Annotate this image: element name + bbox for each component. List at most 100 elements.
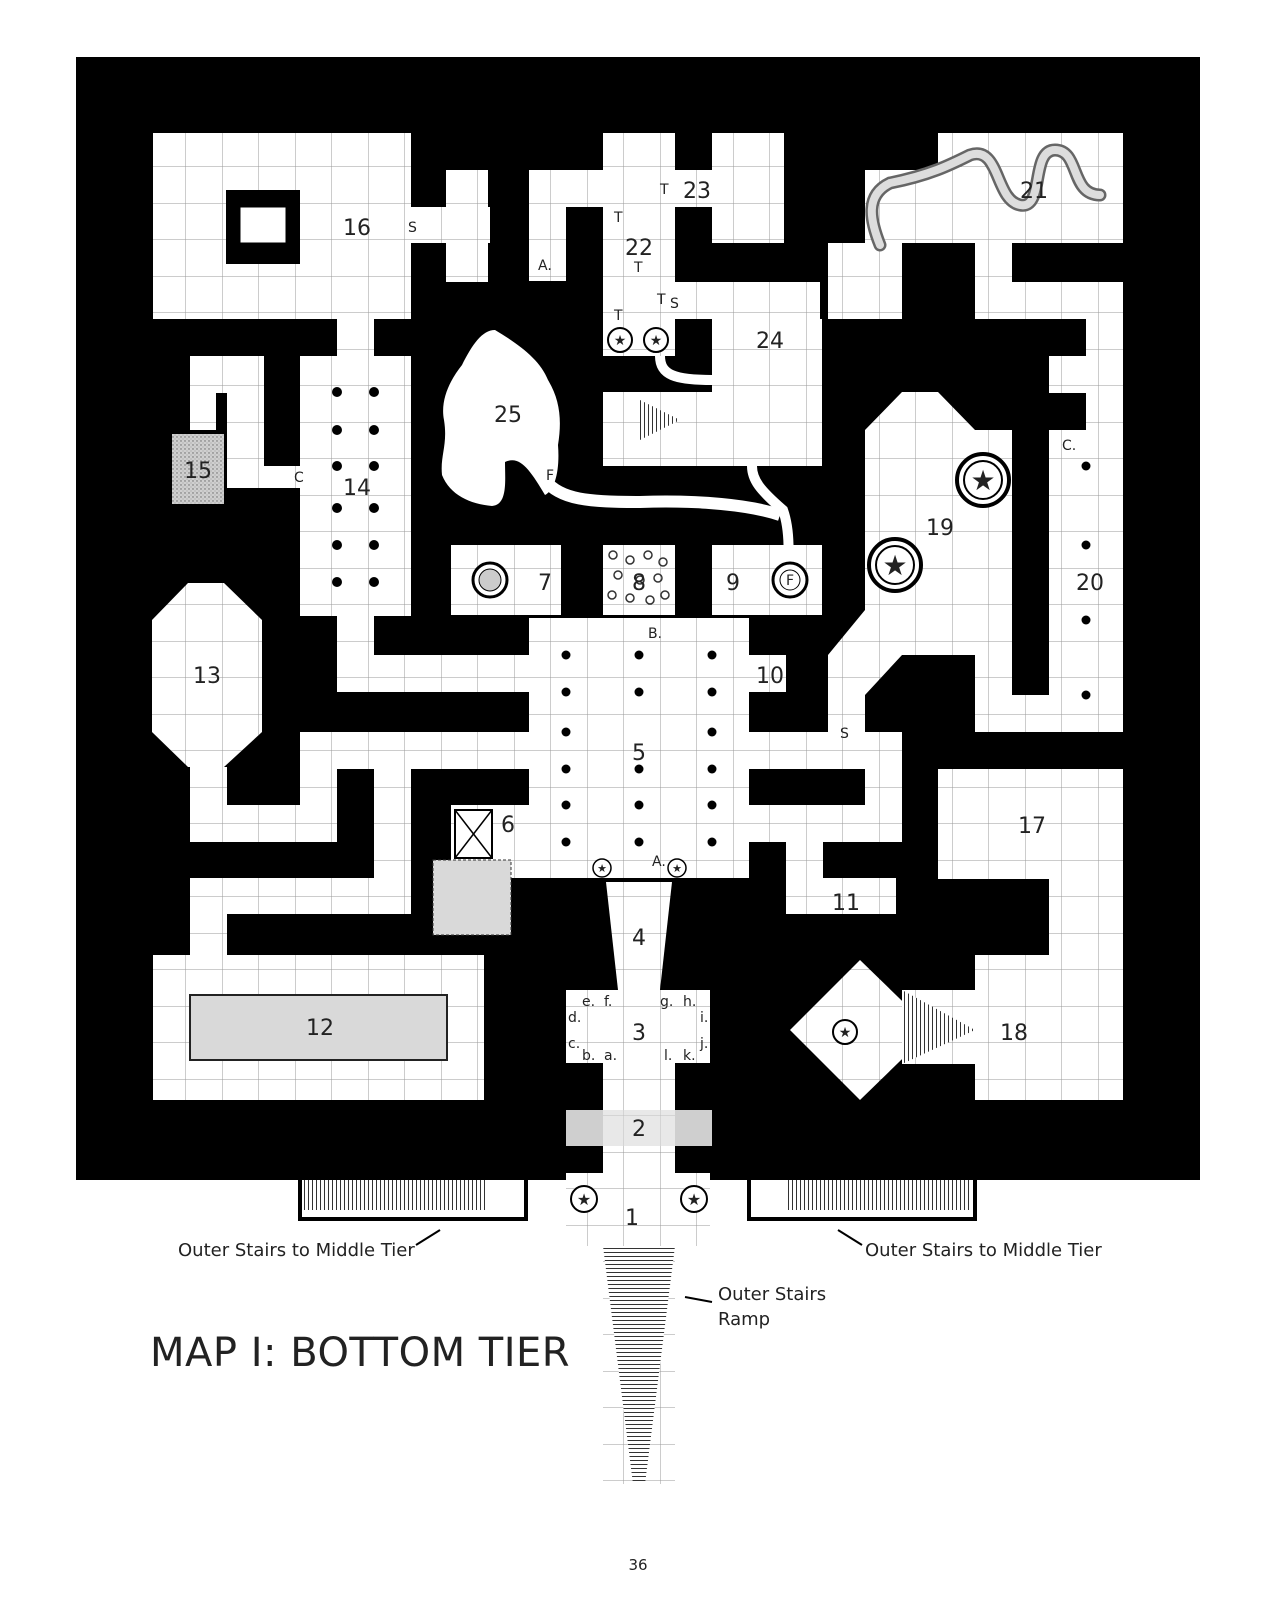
star-icon: ★ <box>643 327 669 353</box>
corr-19-diag <box>828 610 902 733</box>
trap-2-right <box>675 1110 712 1146</box>
pool-12 <box>189 994 448 1061</box>
corr-17-18d <box>1049 878 1086 1063</box>
marker-f-25: F <box>546 468 554 484</box>
label-room-13: 13 <box>193 664 221 689</box>
sublabel: l. <box>664 1048 672 1064</box>
stairs-right <box>786 1180 972 1210</box>
marker-t: T <box>613 210 623 226</box>
well-7-icon <box>471 561 509 599</box>
columns-5 <box>561 650 717 847</box>
page-number: 36 <box>628 1556 647 1574</box>
room-15-corr4 <box>227 466 300 488</box>
room-labels: 1 2 3 4 5 6 7 8 9 10 11 12 13 14 15 16 1… <box>184 179 1104 1231</box>
room-4 <box>606 882 672 990</box>
label-room-12: 12 <box>306 1016 334 1041</box>
marker-c-14: C <box>294 470 304 486</box>
annotation-ramp-1: Outer Stairs <box>718 1284 826 1305</box>
svg-text:★: ★ <box>970 464 995 497</box>
label-room-9: 9 <box>726 571 740 596</box>
label-room-20: 20 <box>1076 571 1104 596</box>
room-11 <box>786 878 896 914</box>
room-22-east <box>675 282 820 319</box>
sublabel: h. <box>683 994 696 1010</box>
label-room-23: 23 <box>683 179 711 204</box>
label-room-14: 14 <box>343 476 371 501</box>
marker-s-16: S <box>408 220 417 236</box>
marker-t: T <box>659 182 669 198</box>
room-25-cave <box>441 330 560 506</box>
room-22-westarm <box>529 207 566 281</box>
label-room-18: 18 <box>1000 1021 1028 1046</box>
rubble-8-icon <box>607 550 670 605</box>
annotation-outer-stairs-left: Outer Stairs to Middle Tier <box>178 1240 415 1261</box>
label-room-15: 15 <box>184 459 212 484</box>
corr-20-east <box>1086 282 1123 732</box>
star-icon: ★ <box>667 858 687 878</box>
corr-5-west-mid <box>300 732 529 769</box>
label-room-10: 10 <box>756 664 784 689</box>
map-title: MAP I: BOTTOM TIER <box>150 1330 570 1376</box>
channel-25-9 <box>540 476 782 521</box>
room-18 <box>975 955 1049 1100</box>
room-23 <box>712 133 784 243</box>
room-21-stairs <box>828 243 902 319</box>
sublabel: j. <box>699 1036 708 1052</box>
label-room-19: 19 <box>926 516 954 541</box>
stairs-left <box>300 1180 486 1210</box>
label-room-21: 21 <box>1020 179 1048 204</box>
annotation-ramp-2: Ramp <box>718 1309 770 1330</box>
room-22-west <box>529 170 603 207</box>
columns-20 <box>1081 461 1091 700</box>
star-icon: ★ <box>607 327 633 353</box>
fountain-9-icon <box>771 561 809 599</box>
channel-22-9 <box>655 355 794 582</box>
altar-16 <box>239 206 287 244</box>
corr-20-left <box>975 655 1012 732</box>
markers: A. A. B. C. C F F S S S T T T T T <box>294 182 1076 870</box>
sublabel: d. <box>568 1010 581 1026</box>
label-room-5: 5 <box>632 741 646 766</box>
marker-f-9: F <box>786 573 794 589</box>
room-14 <box>300 356 411 616</box>
label-room-4: 4 <box>632 926 646 951</box>
marker-a-5: A. <box>652 854 666 870</box>
star-icon: ★ <box>570 1185 598 1213</box>
label-room-25: 25 <box>494 403 522 428</box>
star-icon: ★ <box>592 858 612 878</box>
label-room-22: 22 <box>625 236 653 261</box>
room-23-corr <box>675 170 712 207</box>
room-5 <box>529 618 749 878</box>
corr-13-down2 <box>190 805 337 842</box>
room-3 <box>566 990 710 1063</box>
sublabel: f. <box>604 994 612 1010</box>
svg-text:★: ★ <box>614 333 627 349</box>
corr-12-up2 <box>190 914 227 955</box>
label-room-16: 16 <box>343 216 371 241</box>
sublabel: a. <box>604 1048 617 1064</box>
marker-a-22: A. <box>538 258 552 274</box>
room-24 <box>712 319 822 356</box>
stairs-24 <box>640 400 680 440</box>
svg-text:★: ★ <box>577 1190 591 1209</box>
label-room-6: 6 <box>501 813 515 838</box>
trap-2-mid <box>603 1110 675 1146</box>
trapdoor-6-icon <box>454 809 493 859</box>
annotation-outer-stairs-right: Outer Stairs to Middle Tier <box>865 1240 1102 1261</box>
floors <box>152 133 1123 1484</box>
room-20 <box>1049 430 1086 732</box>
room-16-annex <box>446 170 488 282</box>
marker-s-east: S <box>840 726 849 742</box>
room-19-wedge <box>938 392 1049 430</box>
sublabel: k. <box>683 1048 696 1064</box>
marker-s-22: S <box>670 296 679 312</box>
river-21-inner <box>867 145 1104 249</box>
label-room-8: 8 <box>632 571 646 596</box>
stairs-outer-left-frame <box>298 1171 528 1221</box>
label-room-11: 11 <box>832 891 860 916</box>
marker-c-20: C. <box>1062 438 1076 454</box>
annotations: Outer Stairs to Middle Tier Outer Stairs… <box>178 1229 1102 1330</box>
corr-16-14 <box>337 319 374 356</box>
stairs-18 <box>902 990 975 1064</box>
